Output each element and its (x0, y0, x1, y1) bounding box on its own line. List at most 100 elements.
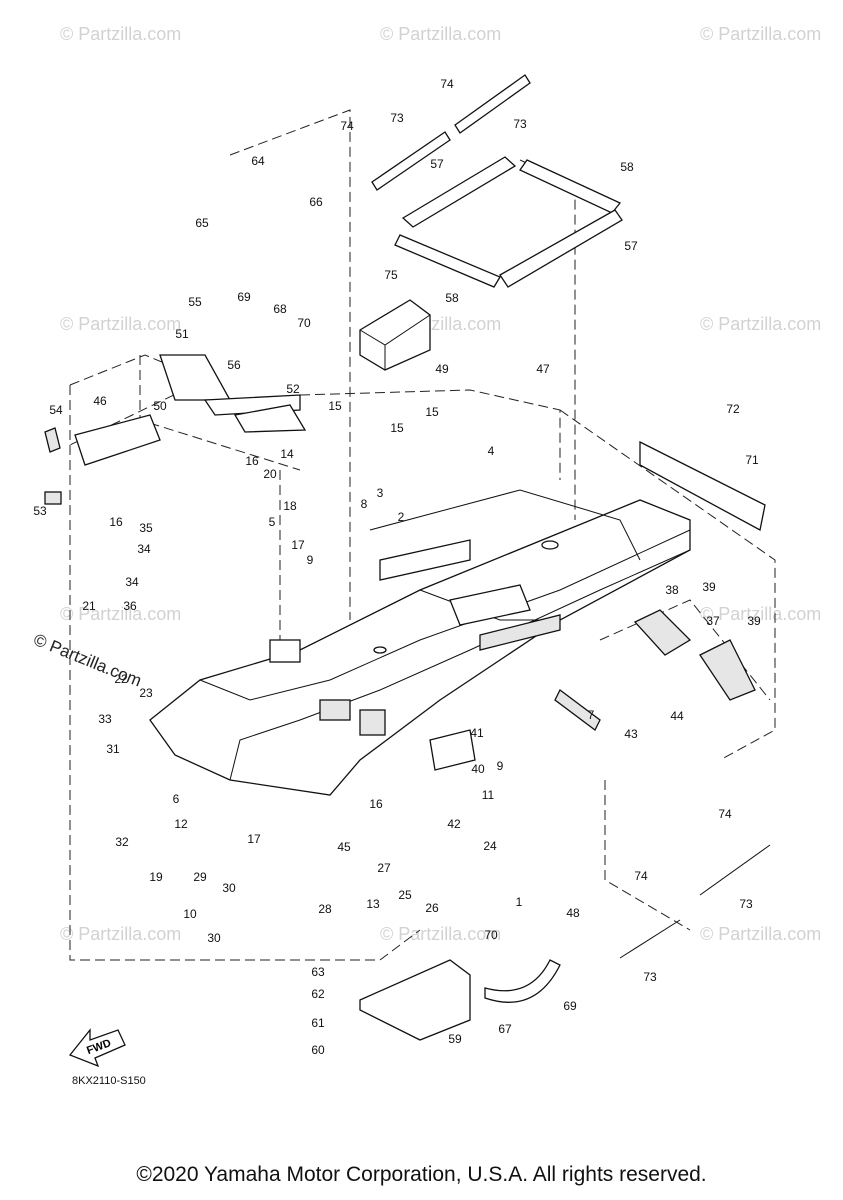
watermark-text: © Partzilla.com (700, 924, 821, 944)
part-callout-58: 58 (445, 291, 459, 305)
part-callout-37: 37 (706, 614, 720, 628)
part-callout-2: 2 (398, 510, 405, 524)
part-callout-17: 17 (291, 538, 305, 552)
part-callout-22: 22 (114, 672, 128, 686)
part-callout-57: 57 (624, 239, 638, 253)
part-callout-4: 4 (488, 444, 495, 458)
part-callout-14: 14 (280, 447, 294, 461)
part-callout-38: 38 (665, 583, 679, 597)
part-callout-34: 34 (137, 542, 151, 556)
part-callout-55: 55 (188, 295, 202, 309)
main-frame (149, 489, 691, 796)
part-callout-49: 49 (435, 362, 449, 376)
part-callout-61: 61 (311, 1016, 325, 1030)
part-callout-67: 67 (498, 1022, 512, 1036)
lower-parts (359, 959, 561, 1041)
part-callout-39: 39 (747, 614, 761, 628)
floor-mats (394, 156, 623, 288)
part-callout-15: 15 (425, 405, 439, 419)
part-callout-10: 10 (183, 907, 197, 921)
part-callout-69: 69 (563, 999, 577, 1013)
part-callout-74: 74 (340, 119, 354, 133)
part-callout-58: 58 (620, 160, 634, 174)
part-callout-75: 75 (384, 268, 398, 282)
part-callout-70: 70 (297, 316, 311, 330)
part-callout-31: 31 (106, 742, 120, 756)
diagram-code: 8KX2110-S150 (72, 1075, 146, 1087)
side-panels (379, 539, 601, 771)
part-callout-56: 56 (227, 358, 241, 372)
part-callout-19: 19 (149, 870, 163, 884)
watermark-text: © Partzilla.com (380, 24, 501, 44)
part-callout-30: 30 (207, 931, 221, 945)
part-callout-71: 71 (745, 453, 759, 467)
part-callout-36: 36 (123, 599, 137, 613)
part-callout-68: 68 (273, 302, 287, 316)
part-callout-26: 26 (425, 901, 439, 915)
part-callout-11: 11 (482, 788, 495, 802)
rear-brackets (633, 440, 766, 701)
part-callout-72: 72 (726, 402, 740, 416)
part-callout-30: 30 (222, 881, 236, 895)
part-callout-48: 48 (566, 906, 580, 920)
part-callout-52: 52 (286, 382, 300, 396)
front-parts (44, 354, 307, 505)
part-callout-69: 69 (237, 290, 251, 304)
part-callout-21: 21 (82, 599, 96, 613)
part-callout-8: 8 (361, 497, 368, 511)
part-callout-62: 62 (311, 987, 325, 1001)
part-callout-34: 34 (125, 575, 139, 589)
part-callout-39: 39 (702, 580, 716, 594)
part-callout-73: 73 (390, 111, 404, 125)
part-callout-63: 63 (311, 965, 325, 979)
part-callout-1: 1 (516, 895, 523, 909)
watermark-text: © Partzilla.com (60, 604, 181, 624)
part-callout-64: 64 (251, 154, 265, 168)
part-callout-28: 28 (318, 902, 332, 916)
part-callout-54: 54 (49, 403, 63, 417)
part-callout-73: 73 (513, 117, 527, 131)
part-callout-65: 65 (195, 216, 209, 230)
part-callout-46: 46 (93, 394, 107, 408)
watermark-text: © Partzilla.com (60, 24, 181, 44)
part-callout-50: 50 (153, 399, 167, 413)
part-callout-43: 43 (624, 727, 638, 741)
part-callout-24: 24 (483, 839, 497, 853)
watermark-text: © Partzilla.com (60, 314, 181, 334)
part-callout-9: 9 (497, 759, 504, 773)
part-callout-51: 51 (175, 327, 189, 341)
part-callout-74: 74 (634, 869, 648, 883)
part-callout-9: 9 (307, 553, 314, 567)
part-callout-27: 27 (377, 861, 391, 875)
part-callout-66: 66 (309, 195, 323, 209)
part-callout-53: 53 (33, 504, 47, 518)
part-callout-41: 41 (470, 726, 484, 740)
tool-bag (359, 299, 431, 371)
watermark-text: © Partzilla.com (700, 314, 821, 334)
part-callout-74: 74 (440, 77, 454, 91)
part-callout-70: 70 (484, 928, 498, 942)
part-callout-44: 44 (670, 709, 684, 723)
part-callout-57: 57 (430, 157, 444, 171)
part-callout-29: 29 (193, 870, 207, 884)
part-callout-20: 20 (263, 467, 277, 481)
part-callout-45: 45 (337, 840, 351, 854)
watermark-text: © Partzilla.com (700, 24, 821, 44)
copyright-notice: ©2020 Yamaha Motor Corporation, U.S.A. A… (136, 1163, 707, 1186)
watermark-text: © Partzilla.com (700, 604, 821, 624)
part-callout-32: 32 (115, 835, 129, 849)
side-trims (371, 74, 771, 959)
part-callout-15: 15 (390, 421, 404, 435)
fwd-arrow: FWD (68, 1028, 126, 1068)
part-callout-40: 40 (471, 762, 485, 776)
part-callout-3: 3 (377, 486, 384, 500)
watermark-text: © Partzilla.com (380, 924, 501, 944)
part-callout-47: 47 (536, 362, 550, 376)
part-callout-74: 74 (718, 807, 732, 821)
part-callout-35: 35 (139, 521, 153, 535)
part-callout-59: 59 (448, 1032, 462, 1046)
part-callout-33: 33 (98, 712, 112, 726)
part-callout-6: 6 (173, 792, 180, 806)
